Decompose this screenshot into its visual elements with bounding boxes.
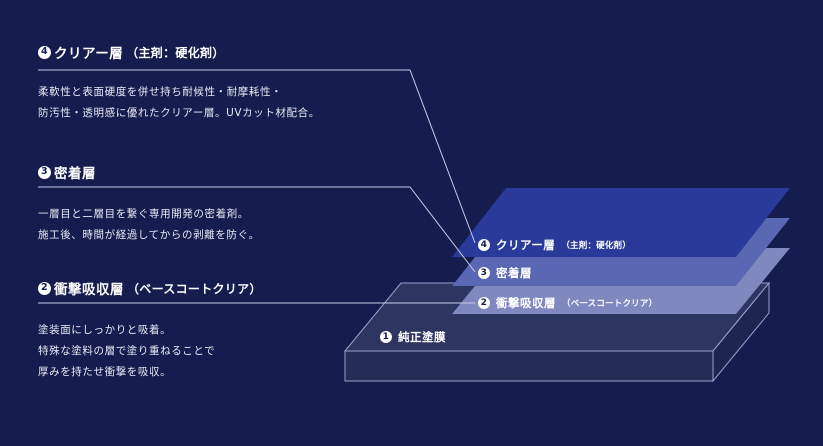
diagram-label-shock-text: 衝撃吸収層 xyxy=(496,296,556,310)
adhesion-layer-title: 密着層 xyxy=(54,166,96,182)
adhesion-layer-desc-line-1: 一層目と二層目を繋ぐ専用開発の密着剤。 xyxy=(38,208,249,220)
diagram-label-shock: 2 衝撃吸収層 （ベースコートクリア） xyxy=(478,295,657,311)
clear-layer-description: 柔軟性と表面硬度を併せ持ち耐候性・耐摩耗性・ 防汚性・透明感に優れたクリアー層。… xyxy=(38,82,320,124)
leader-line-adhesion xyxy=(38,186,476,273)
diagram-label-base-text: 純正塗膜 xyxy=(398,330,446,344)
shock-layer-desc-line-2: 特殊な塗料の層で塗り重ねることで xyxy=(38,345,216,357)
shock-layer-heading: 2 衝撃吸収層 （ベースコートクリア） xyxy=(38,278,262,298)
base-slab-front xyxy=(344,350,714,382)
shock-layer-desc-line-3: 厚みを持たせ衝撃を吸収。 xyxy=(38,366,172,378)
leader-line-clear xyxy=(38,69,476,244)
diagram-badge-4: 4 xyxy=(478,239,490,251)
diagram-label-clear-sub: （主剤：硬化剤） xyxy=(561,241,631,251)
number-badge-2: 2 xyxy=(38,281,51,295)
clear-layer-sheet xyxy=(452,188,790,257)
diagram-label-clear: 4 クリアー層 （主剤：硬化剤） xyxy=(478,237,631,253)
diagram-label-shock-sub: （ベースコートクリア） xyxy=(562,299,658,309)
diagram-badge-1: 1 xyxy=(380,331,392,343)
diagram-label-base: 1 純正塗膜 xyxy=(380,329,446,345)
diagram-badge-2: 2 xyxy=(478,297,490,309)
clear-layer-title: クリアー層 xyxy=(54,46,124,62)
base-slab-side xyxy=(712,281,770,383)
shock-layer-subtitle: （ベースコートクリア） xyxy=(127,281,262,296)
diagram-label-adhesion: 3 密着層 xyxy=(478,265,532,281)
clear-layer-subtitle: （主剤：硬化剤） xyxy=(126,45,225,60)
clear-layer-heading: 4 クリアー層 （主剤：硬化剤） xyxy=(38,42,320,62)
clear-layer-desc-line-2: 防汚性・透明感に優れたクリアー層。UVカット材配合。 xyxy=(38,107,320,119)
adhesion-layer-desc-line-2: 施工後、時間が経過してからの剥離を防ぐ。 xyxy=(38,229,260,241)
number-badge-3: 3 xyxy=(38,165,51,179)
shock-layer-block: 2 衝撃吸収層 （ベースコートクリア） 塗装面にしっかりと吸着。 特殊な塗料の層… xyxy=(38,278,262,383)
clear-layer-desc-line-1: 柔軟性と表面硬度を併せ持ち耐候性・耐摩耗性・ xyxy=(38,86,283,98)
diagram-label-clear-text: クリアー層 xyxy=(496,238,556,252)
diagram-badge-3: 3 xyxy=(478,267,490,279)
adhesion-layer-block: 3 密着層 一層目と二層目を繋ぐ専用開発の密着剤。 施工後、時間が経過してからの… xyxy=(38,162,260,246)
shock-layer-title: 衝撃吸収層 xyxy=(54,282,124,298)
adhesion-layer-description: 一層目と二層目を繋ぐ専用開発の密着剤。 施工後、時間が経過してからの剥離を防ぐ。 xyxy=(38,204,260,246)
adhesion-layer-heading: 3 密着層 xyxy=(38,162,260,182)
diagram-label-adhesion-text: 密着層 xyxy=(496,266,532,280)
number-badge-4: 4 xyxy=(38,45,51,59)
shock-layer-description: 塗装面にしっかりと吸着。 特殊な塗料の層で塗り重ねることで 厚みを持たせ衝撃を吸… xyxy=(38,320,262,383)
shock-layer-desc-line-1: 塗装面にしっかりと吸着。 xyxy=(38,324,172,336)
clear-layer-block: 4 クリアー層 （主剤：硬化剤） 柔軟性と表面硬度を併せ持ち耐候性・耐摩耗性・ … xyxy=(38,42,320,124)
